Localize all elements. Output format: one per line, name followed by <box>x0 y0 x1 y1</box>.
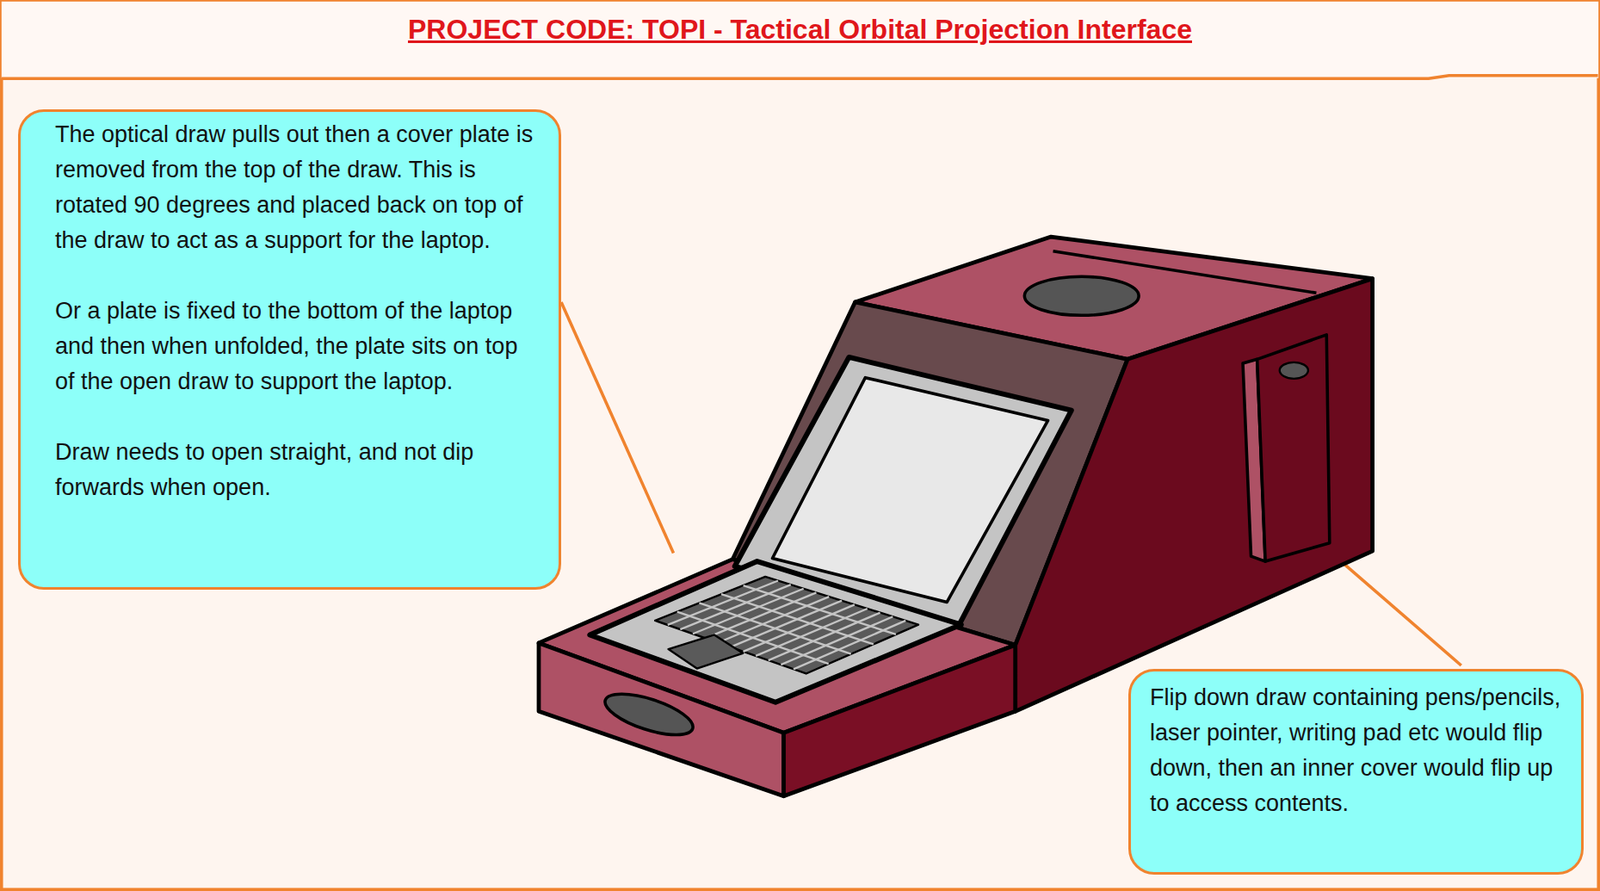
callout-text: Flip down draw containing pens/pencils, … <box>1149 679 1568 822</box>
laptop <box>589 357 1072 703</box>
title-rule <box>1 75 1599 80</box>
callout-text: Or a plate is fixed to the bottom of the… <box>55 293 537 400</box>
callout-box: The optical draw pulls out then a cover … <box>18 109 562 590</box>
callout-text: Draw needs to open straight, and not dip… <box>55 434 537 506</box>
flip-down-drawer <box>1242 334 1330 562</box>
leader-line <box>561 302 674 554</box>
leader-line <box>1331 553 1462 666</box>
callout-box: Flip down draw containing pens/pencils, … <box>1128 668 1584 875</box>
title: PROJECT CODE: TOPI - Tactical Orbital Pr… <box>0 10 1600 49</box>
callout-text: The optical draw pulls out then a cover … <box>55 117 537 259</box>
